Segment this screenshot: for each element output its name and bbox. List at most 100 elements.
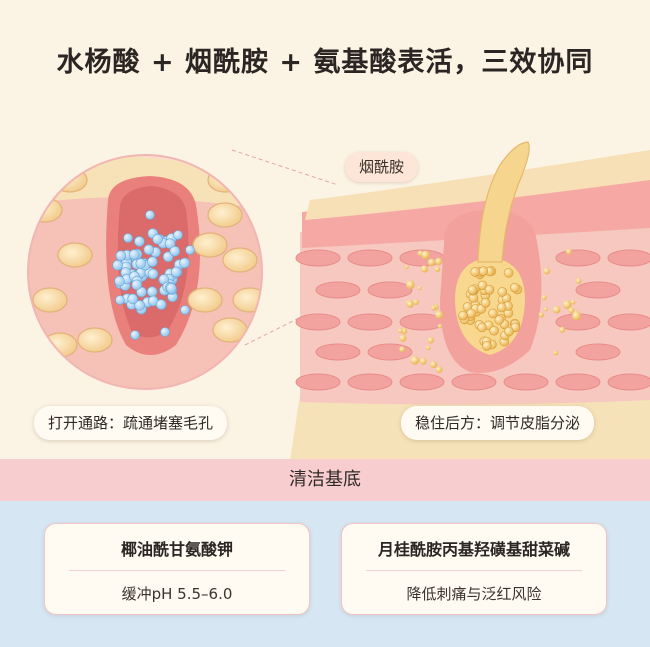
niacinamide-particle	[571, 300, 576, 305]
ingredient-card-glycinate: 椰油酰甘氨酸钾 缓冲pH 5.5–6.0	[44, 523, 310, 615]
niacinamide-particle	[399, 334, 407, 342]
niacinamide-particle	[399, 346, 406, 353]
card-title: 椰油酰甘氨酸钾	[120, 540, 233, 559]
dermis-cell	[367, 343, 413, 361]
dermis-cell	[607, 313, 650, 331]
dermis-cell	[607, 373, 650, 391]
dermis-cell	[347, 313, 393, 331]
salicylic-particle	[127, 293, 138, 305]
dermis-cell	[347, 249, 393, 267]
salicylic-particle	[179, 257, 190, 269]
card-divider	[69, 570, 285, 571]
niacinamide-particle	[430, 305, 437, 311]
stratum-corneum	[305, 150, 650, 220]
salicylic-particle	[147, 256, 158, 268]
niacinamide-particle	[543, 307, 548, 312]
niacinamide-particle	[406, 280, 415, 290]
fat-cell	[77, 327, 113, 353]
zoom-line-top	[231, 149, 339, 186]
niacinamide-particle	[568, 307, 575, 314]
salicylic-particle	[143, 244, 155, 255]
sebum-particle	[470, 267, 480, 277]
salicylic-particle	[134, 236, 145, 247]
niacinamide-particle	[427, 258, 436, 267]
salicylic-particle	[146, 286, 158, 298]
salicylic-particle	[173, 230, 183, 240]
niacinamide-particle	[413, 299, 419, 305]
dermis-cell	[295, 313, 341, 331]
salicylic-particle	[131, 279, 142, 291]
unclog-pores-label: 打开通路：疏通堵塞毛孔	[34, 406, 228, 440]
niacinamide-particle	[420, 265, 428, 273]
ingredient-card-betaine: 月桂酰胺丙基羟磺基甜菜碱 降低刺痛与泛红风险	[341, 523, 607, 615]
sebum-particle	[477, 322, 487, 333]
dermis-cell	[295, 249, 341, 267]
dermis-cell	[575, 281, 621, 299]
niacinamide-particle	[435, 366, 443, 374]
regulate-sebum-label: 稳住后方：调节皮脂分泌	[401, 406, 595, 440]
sebum-particle	[494, 315, 505, 325]
niacinamide-tag: 烟酰胺	[345, 152, 419, 182]
fat-cell	[232, 287, 262, 313]
sebum-particle	[504, 326, 514, 337]
skin-diagram	[27, 141, 650, 460]
fat-cell	[52, 167, 88, 193]
hair-shaft	[477, 141, 530, 263]
salicylic-particle	[129, 249, 140, 260]
sebum-particle	[496, 302, 507, 313]
niacinamide-particle	[421, 250, 430, 260]
sebum-particle	[503, 268, 514, 278]
dermis-cell	[315, 281, 361, 299]
niacinamide-particle	[434, 266, 441, 273]
niacinamide-particle	[434, 257, 443, 266]
niacinamide-particle	[541, 295, 547, 301]
salicylic-particle	[166, 282, 177, 294]
salicylic-particle	[134, 300, 145, 311]
fat-cell	[222, 247, 258, 273]
niacinamide-particle	[566, 248, 572, 255]
dermis-cell	[555, 249, 601, 267]
niacinamide-particle	[425, 345, 431, 351]
sebum-particle	[480, 297, 491, 308]
salicylic-particle	[164, 238, 176, 249]
sebum-particle	[482, 340, 492, 351]
sebum-particle	[484, 284, 495, 295]
niacinamide-particle	[430, 361, 438, 369]
zoom-line-bottom	[244, 299, 336, 346]
niacinamide-particle	[538, 312, 544, 318]
niacinamide-particle	[552, 305, 561, 314]
niacinamide-particle	[417, 285, 422, 291]
fat-cell	[57, 242, 93, 268]
niacinamide-particle	[398, 328, 403, 334]
niacinamide-particle	[435, 310, 444, 319]
niacinamide-particle	[543, 267, 550, 275]
salicylic-particle	[185, 245, 195, 255]
dermis-cell	[451, 373, 497, 391]
sebum-particle	[478, 266, 489, 277]
fat-cell	[207, 202, 243, 228]
niacinamide-particle	[559, 326, 566, 333]
salicylic-particle	[130, 330, 140, 340]
cleansing-base-band: 清洁基底	[0, 459, 650, 501]
niacinamide-particle	[572, 311, 582, 321]
niacinamide-particle	[406, 300, 414, 308]
salicylic-particle	[123, 233, 133, 243]
salicylic-particle	[160, 327, 170, 337]
sebum-particle	[458, 310, 468, 321]
card-divider	[366, 570, 582, 571]
niacinamide-particle	[562, 300, 572, 309]
dermis-cell	[575, 343, 621, 361]
page-title: 水杨酸 + 烟酰胺 + 氨基酸表活，三效协同	[56, 47, 594, 78]
salicylic-particle	[147, 268, 159, 280]
pore-zoom-circle	[27, 154, 263, 390]
salicylic-particle	[155, 299, 167, 310]
dermis-cell	[555, 373, 601, 391]
salicylic-particle	[170, 266, 182, 278]
fat-cell	[187, 287, 223, 313]
salicylic-particle	[112, 259, 123, 271]
sebum-particle	[489, 325, 499, 336]
salicylic-particle	[114, 275, 125, 287]
salicylic-particle	[135, 258, 147, 269]
sebum-particle	[477, 280, 488, 291]
dermis-cell	[367, 281, 413, 299]
